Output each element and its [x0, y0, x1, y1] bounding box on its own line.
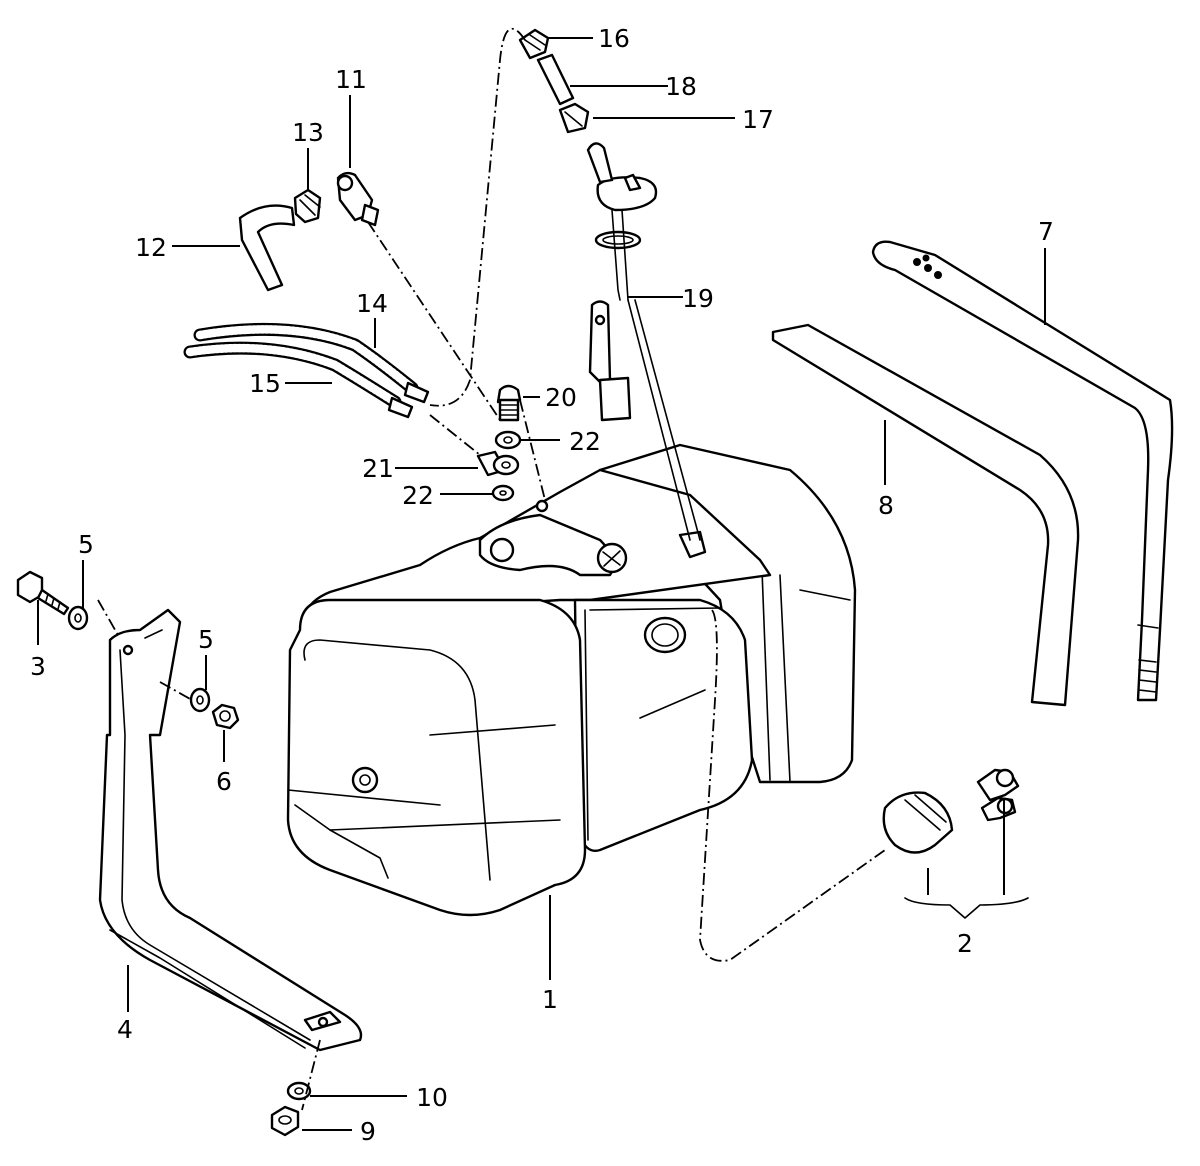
- callout-1: 1: [542, 985, 558, 1014]
- bracket-4: [98, 608, 363, 1052]
- callout-21: 21: [362, 454, 394, 483]
- callout-18: 18: [665, 72, 697, 101]
- rubber-pad-8: [771, 323, 1080, 707]
- callout-8: 8: [878, 491, 894, 520]
- callout-16: 16: [598, 24, 630, 53]
- callout-20: 20: [545, 383, 577, 412]
- fuel-tank: [286, 443, 857, 917]
- hose-clips-16-17-18: [518, 28, 590, 134]
- callout-7: 7: [1038, 217, 1054, 246]
- callout-5-left: 5: [78, 530, 94, 559]
- callout-9: 9: [360, 1117, 376, 1146]
- callout-3: 3: [30, 652, 46, 681]
- callout-2: 2: [957, 929, 973, 958]
- callout-22-upper: 22: [569, 427, 601, 456]
- nut-9: [270, 1105, 300, 1137]
- callout-15: 15: [249, 369, 281, 398]
- fuel-cap-with-keys: [882, 768, 1029, 919]
- level-sender-19: [586, 142, 701, 541]
- leader-lines: [37, 37, 1046, 1131]
- tank-strap-7: [871, 240, 1174, 702]
- washer-5-right: [189, 687, 211, 713]
- drain-plug-20-and-seals: [476, 384, 522, 502]
- callout-10: 10: [416, 1083, 448, 1112]
- callout-labels: 1 2 3 4 5 5 6 7 8 9 10 11 12 13 14 15 16…: [30, 24, 1054, 1146]
- callout-11: 11: [335, 65, 367, 94]
- callout-17: 17: [742, 105, 774, 134]
- corrugated-tubes-14-15: [183, 322, 430, 419]
- breather-valve-11: [336, 171, 380, 227]
- breather-hose-12: [238, 204, 296, 292]
- callout-19: 19: [682, 284, 714, 313]
- washer-10: [286, 1081, 312, 1101]
- bolt-3: [16, 570, 70, 616]
- callout-5-right: 5: [198, 625, 214, 654]
- callout-12: 12: [135, 233, 167, 262]
- callout-6: 6: [216, 767, 232, 796]
- nut-6: [211, 703, 240, 730]
- callout-13: 13: [292, 118, 324, 147]
- hose-clip-13: [293, 188, 322, 224]
- washer-5-left: [67, 605, 89, 631]
- callout-4: 4: [117, 1015, 133, 1044]
- callout-14: 14: [356, 289, 388, 318]
- callout-22-lower: 22: [402, 481, 434, 510]
- assembly-lines: [97, 27, 886, 1111]
